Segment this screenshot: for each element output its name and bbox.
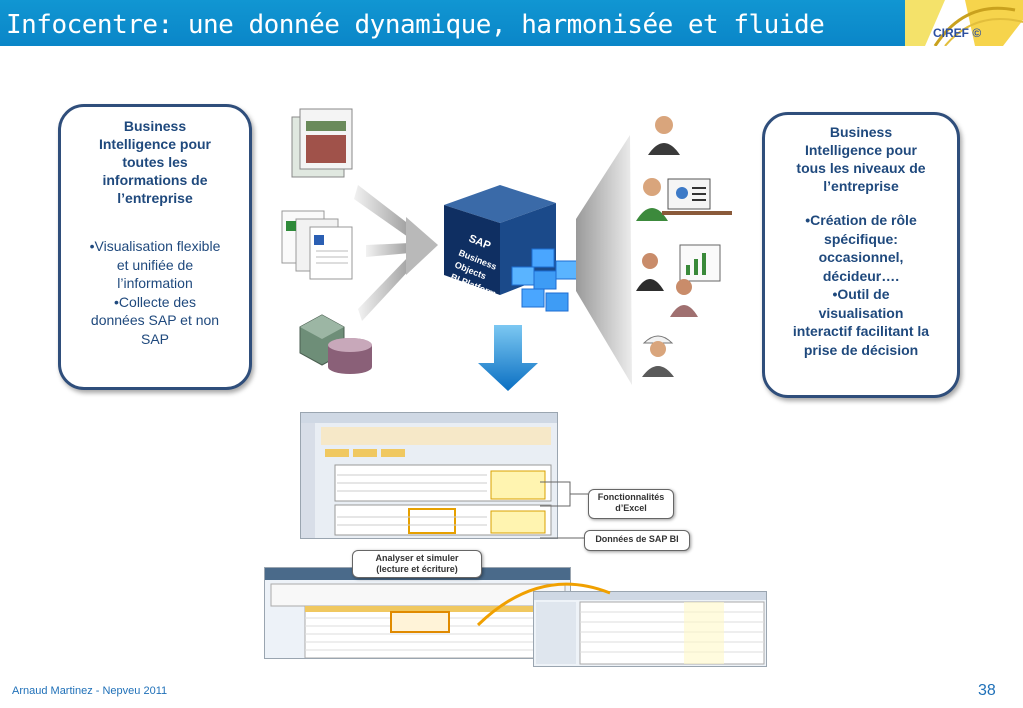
callout-sap-bi: Données de SAP BI [584, 530, 690, 551]
connector-curve [476, 582, 611, 627]
callout-excel-line: Fonctionnalités [597, 492, 665, 502]
slide-title: Infocentre: une donnée dynamique, harmon… [6, 10, 825, 40]
left-body-line: •Collecte des [114, 293, 196, 310]
converging-arrows [354, 185, 438, 321]
user-figure-icon [648, 116, 680, 155]
down-arrow-icon [478, 325, 538, 391]
left-body-line: et unifiée de [116, 256, 194, 273]
right-box-heading: Business Intelligence pour tous les nive… [765, 123, 957, 195]
right-body-line: •Création de rôle [805, 212, 917, 228]
user-computer-icon [636, 178, 732, 221]
callout-analyse-line: Analyser et simuler [375, 553, 459, 563]
spreadsheet-source-icon [291, 108, 353, 178]
left-heading-line: Business [123, 118, 187, 134]
left-body-line: SAP [140, 330, 169, 347]
diverging-beam [576, 135, 632, 385]
users-meeting-icon [636, 244, 721, 317]
title-bar: Infocentre: une donnée dynamique, harmon… [0, 0, 1023, 46]
callout-sap-bi-line: Données de SAP BI [595, 534, 679, 544]
right-body-line: spécifique: [824, 230, 898, 247]
left-box-body: •Visualisation flexible et unifiée de l’… [61, 237, 249, 348]
database-source-icon [299, 314, 372, 374]
callout-analyse: Analyser et simuler (lecture et écriture… [352, 550, 482, 578]
callout-lines [540, 481, 588, 539]
left-heading-line: toutes les [122, 154, 188, 170]
right-heading-line: Intelligence pour [804, 142, 917, 158]
left-box-heading: Business Intelligence pour toutes les in… [61, 117, 249, 207]
right-heading-line: Business [829, 124, 893, 140]
right-body-line: décideur…. [822, 267, 900, 284]
footer-author: Arnaud Martinez - Nepveu 2011 [12, 685, 168, 697]
analysis-screenshot [264, 567, 571, 659]
right-heading-line: l’entreprise [823, 178, 899, 194]
ciref-logo: CIREF © [905, 0, 1023, 46]
left-body-line: •Visualisation flexible [89, 238, 221, 254]
logo-text: CIREF © [933, 26, 982, 40]
page-number: 38 [978, 682, 996, 699]
right-info-box: Business Intelligence pour tous les nive… [762, 112, 960, 398]
analysis-table-graphic [265, 568, 571, 659]
excel-sheet-graphic [301, 413, 557, 538]
right-heading-line: tous les niveaux de [796, 160, 926, 176]
right-body-line: visualisation [818, 304, 904, 321]
left-heading-line: l’entreprise [117, 190, 193, 206]
callout-excel-line: d’Excel [615, 503, 647, 513]
right-box-body: •Création de rôle spécifique: occasionne… [765, 211, 957, 359]
logo-graphic [905, 0, 1023, 46]
user-worker-icon [642, 335, 674, 377]
right-body-line: occasionnel, [818, 249, 904, 265]
right-body-line: interactif facilitant la [792, 323, 930, 339]
bi-platform-diagram: SAP Business Objects BI Platform [281, 108, 732, 391]
callout-analyse-line: (lecture et écriture) [376, 564, 458, 574]
left-heading-line: informations de [102, 172, 208, 188]
left-heading-line: Intelligence pour [98, 136, 211, 152]
left-info-box: Business Intelligence pour toutes les in… [58, 104, 252, 390]
excel-screenshot [300, 412, 558, 539]
report-screenshot [533, 591, 767, 667]
documents-source-icon [281, 210, 353, 280]
callout-excel: Fonctionnalités d’Excel [588, 489, 674, 519]
right-body-line: prise de décision [803, 341, 919, 358]
left-body-line: données SAP et non [90, 312, 220, 328]
right-body-line: •Outil de [832, 286, 890, 302]
report-table-graphic [534, 592, 766, 665]
sap-bi-cube: SAP Business Objects BI Platform [444, 185, 579, 312]
left-body-line: l’information [117, 275, 193, 291]
